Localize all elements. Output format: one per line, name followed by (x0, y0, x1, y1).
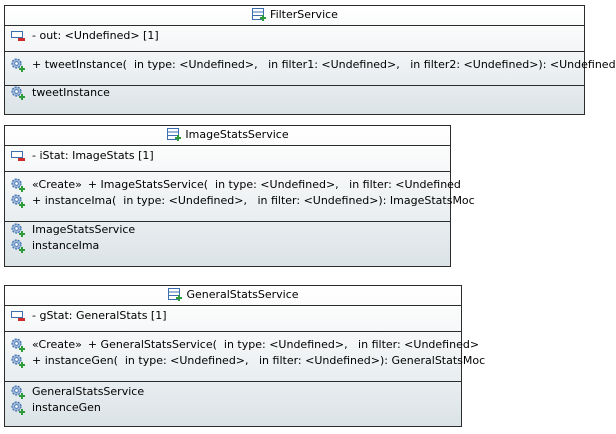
operation-row[interactable]: «Create» + ImageStatsService( in type: <… (5, 177, 461, 193)
operations-compartment: «Create» + ImageStatsService( in type: <… (5, 171, 475, 221)
class-box-generalstatsservice[interactable]: GeneralStatsService - gStat: GeneralStat… (4, 285, 485, 427)
attributes-compartment: - out: <Undefined> [1] (5, 25, 584, 51)
operation-row[interactable]: + tweetInstance( in type: <Undefined>, i… (5, 57, 616, 73)
attributes-compartment: - iStat: ImageStats [1] (5, 145, 450, 171)
realization-row[interactable]: ImageStatsService (5, 222, 450, 238)
attribute-text: - gStat: GeneralStats [1] (32, 309, 167, 322)
attribute-row[interactable]: - out: <Undefined> [1] (5, 28, 584, 44)
attribute-row[interactable]: - iStat: ImageStats [1] (5, 148, 450, 164)
realization-text: tweetInstance (32, 86, 110, 99)
class-box-filterservice[interactable]: FilterService - out: <Undefined> [1] + t… (4, 5, 616, 115)
class-header: ImageStatsService (5, 126, 450, 145)
operation-icon (10, 193, 26, 209)
realizations-compartment: ImageStatsService instanceIma (5, 221, 450, 272)
attributes-compartment: - gStat: GeneralStats [1] (5, 305, 461, 331)
operation-icon (10, 238, 26, 254)
attribute-text: - iStat: ImageStats [1] (32, 149, 154, 162)
private-attribute-icon (10, 148, 26, 164)
operations-compartment: + tweetInstance( in type: <Undefined>, i… (5, 51, 616, 85)
realization-text: instanceIma (32, 239, 100, 252)
realization-row[interactable]: instanceGen (5, 400, 461, 416)
attribute-row[interactable]: - gStat: GeneralStats [1] (5, 308, 461, 324)
operation-icon (10, 85, 26, 101)
class-name: ImageStatsService (185, 128, 289, 141)
operation-text: + instanceGen( in type: <Undefined>, in … (32, 354, 486, 367)
class-name: GeneralStatsService (186, 288, 299, 301)
private-attribute-icon (10, 28, 26, 44)
operation-icon (10, 400, 26, 416)
private-attribute-icon (10, 308, 26, 324)
operation-text: + ImageStatsService( in type: <Undefined… (87, 178, 461, 191)
operation-row[interactable]: «Create» + GeneralStatsService( in type:… (5, 337, 479, 353)
realizations-compartment: GeneralStatsService instanceGen (5, 381, 461, 434)
stereotype-text: «Create» (32, 338, 82, 351)
operation-icon (10, 177, 26, 193)
class-icon (167, 287, 183, 303)
realization-row[interactable]: GeneralStatsService (5, 384, 461, 400)
operation-icon (10, 57, 26, 73)
class-box-imagestatsservice[interactable]: ImageStatsService - iStat: ImageStats [1… (4, 125, 475, 267)
operation-text: + tweetInstance( in type: <Undefined>, i… (32, 58, 616, 71)
operation-text: + GeneralStatsService( in type: <Undefin… (87, 338, 480, 351)
class-name: FilterService (270, 8, 338, 21)
class-header: GeneralStatsService (5, 286, 461, 305)
realization-text: ImageStatsService (32, 223, 136, 236)
operation-text: + instanceIma( in type: <Undefined>, in … (32, 194, 475, 207)
operations-compartment: «Create» + GeneralStatsService( in type:… (5, 331, 485, 381)
operation-icon (10, 384, 26, 400)
class-header: FilterService (5, 6, 584, 25)
operation-icon (10, 353, 26, 369)
stereotype-text: «Create» (32, 178, 82, 191)
operation-icon (10, 222, 26, 238)
operation-row[interactable]: + instanceGen( in type: <Undefined>, in … (5, 353, 485, 369)
class-icon (251, 7, 267, 23)
operation-icon (10, 337, 26, 353)
operation-row[interactable]: + instanceIma( in type: <Undefined>, in … (5, 193, 475, 209)
realization-row[interactable]: instanceIma (5, 238, 450, 254)
realizations-compartment: tweetInstance (5, 85, 584, 121)
realization-row[interactable]: tweetInstance (5, 85, 584, 101)
realization-text: instanceGen (32, 401, 101, 414)
realization-text: GeneralStatsService (32, 385, 145, 398)
class-icon (166, 127, 182, 143)
attribute-text: - out: <Undefined> [1] (32, 29, 159, 42)
